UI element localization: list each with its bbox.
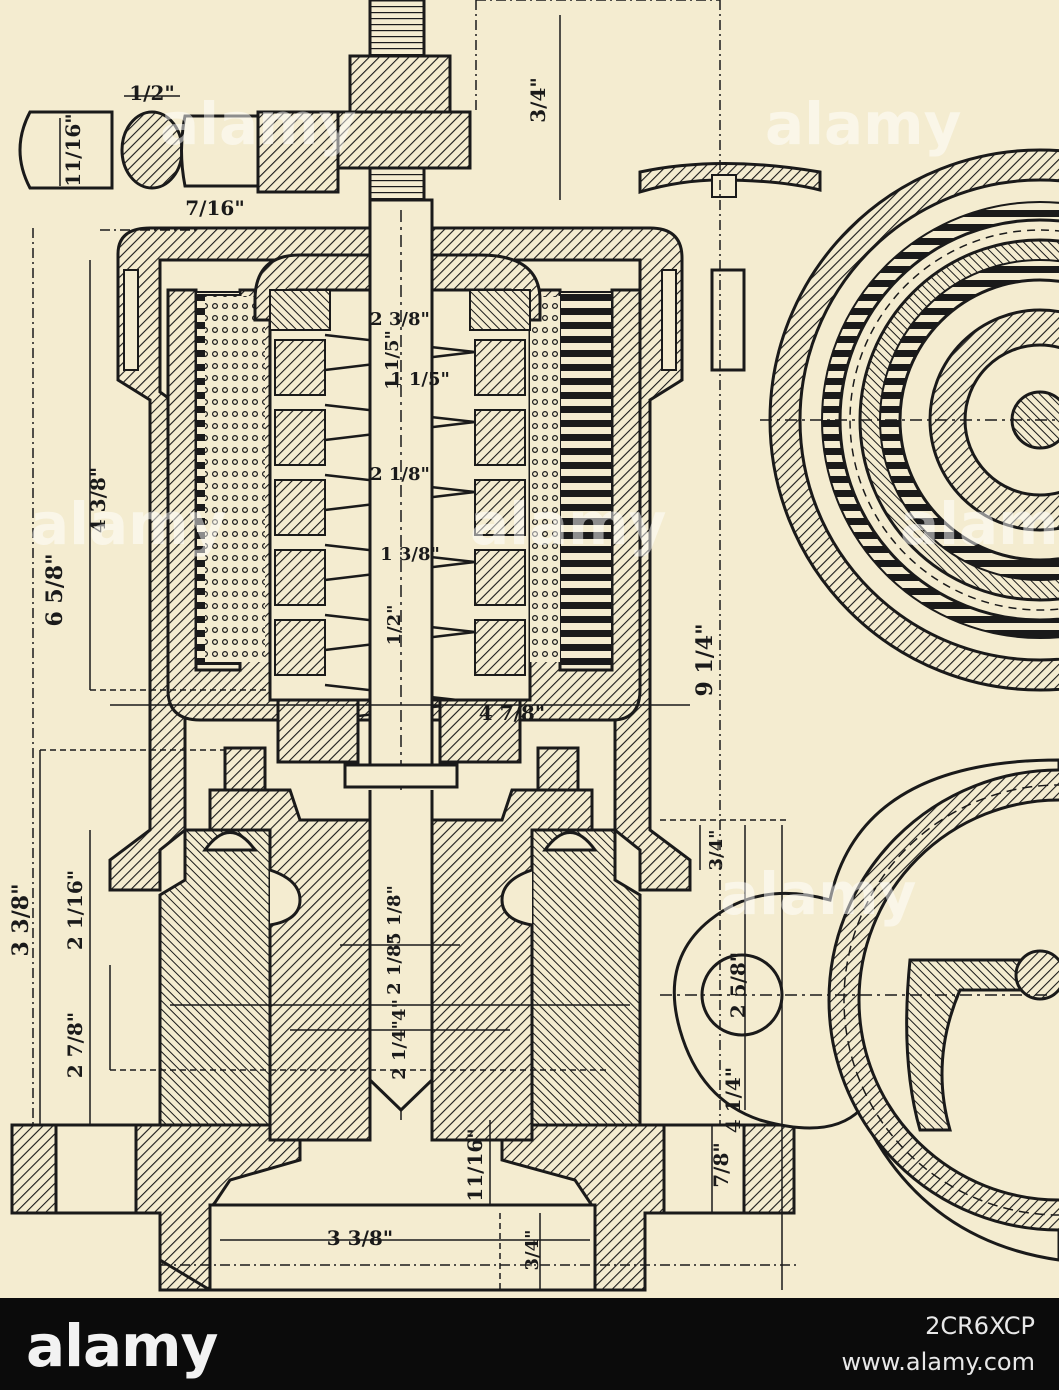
top-stem — [328, 0, 720, 202]
alamy-logo: alamy — [26, 1312, 218, 1380]
dim-spring-dia: 2 1/8" — [370, 464, 430, 485]
dim-base-gap: 11/16" — [463, 1128, 487, 1201]
dim-cylinder-height: 4 3/8" — [86, 467, 110, 533]
watermark-text: alamy — [765, 90, 962, 158]
dim-flange-thickness: 7/8" — [709, 1142, 733, 1188]
dim-spring-pitch-a: 1 1/5" — [382, 330, 403, 390]
technical-drawing: 1/2" 11/16" 7/16" 3/4" 2 3/8" 1 1/5" 1 1… — [8, 0, 1059, 1292]
dim-body-height: 3 3/8" — [8, 883, 34, 956]
dim-bore-depth: 5 1/8" — [384, 885, 405, 945]
watermark-text: alamy — [30, 490, 227, 558]
watermark-text: alamy — [720, 860, 917, 928]
dim-stem-dia: 1 3/8" — [380, 544, 440, 565]
lever-arm — [18, 95, 340, 194]
dim-outlet-dia: 3 3/8" — [327, 1226, 393, 1250]
dim-cage-width: 4 7/8" — [479, 701, 545, 725]
dim-bore-dia: 2 1/8" — [384, 935, 405, 995]
site-url: www.alamy.com — [841, 1348, 1035, 1376]
small-parts — [638, 162, 822, 372]
dim-seat-depth: 3/4" — [706, 829, 727, 870]
dim-thread-length: 2 7/8" — [63, 1012, 87, 1078]
dim-lever-width: 1/2" — [129, 81, 175, 105]
dim-overall-height: 9 1/4" — [692, 623, 718, 696]
plan-view-bottom — [660, 758, 1059, 1262]
dimension-lines — [32, 0, 800, 1290]
valve-body — [158, 746, 642, 1142]
watermark-text: alamy — [160, 90, 357, 158]
dim-nut-height: 3/4" — [526, 77, 550, 123]
dim-cage-top: 2 3/8" — [370, 309, 430, 330]
dim-stem-core: 1/2" — [384, 604, 405, 645]
base-flange — [10, 1123, 796, 1292]
inner-cylinder — [166, 288, 642, 722]
dim-cap-height: 6 5/8" — [42, 553, 68, 626]
dim-boss-dia: 2 5/8" — [726, 952, 750, 1018]
dim-seat-inner: 2 1/4" — [389, 1020, 410, 1080]
dim-cap-wall: 7/16" — [185, 196, 244, 220]
dim-seat-outer: 4" — [389, 999, 410, 1021]
dim-flange-radius: 4 1/4" — [721, 1067, 745, 1133]
plan-view-top — [760, 148, 1059, 692]
stock-footer: alamy 2CR6XCP www.alamy.com — [0, 1298, 1059, 1390]
watermark-text: alamy — [900, 490, 1059, 558]
outer-casing — [100, 226, 692, 892]
image-id: 2CR6XCP — [925, 1312, 1035, 1340]
dimension-labels: 1/2" 11/16" 7/16" 3/4" 2 3/8" 1 1/5" 1 1… — [8, 77, 750, 1270]
dim-lever-height: 11/16" — [61, 113, 85, 186]
dim-outlet-depth: 3/4" — [522, 1229, 543, 1270]
valve-section-drawing: 1/2" 11/16" 7/16" 3/4" 2 3/8" 1 1/5" 1 1… — [8, 0, 1059, 1292]
dim-spring-pitch-b: 1 1/5" — [390, 369, 450, 390]
dim-body-inner: 2 1/16" — [63, 870, 87, 950]
watermark-text: alamy — [470, 490, 667, 558]
